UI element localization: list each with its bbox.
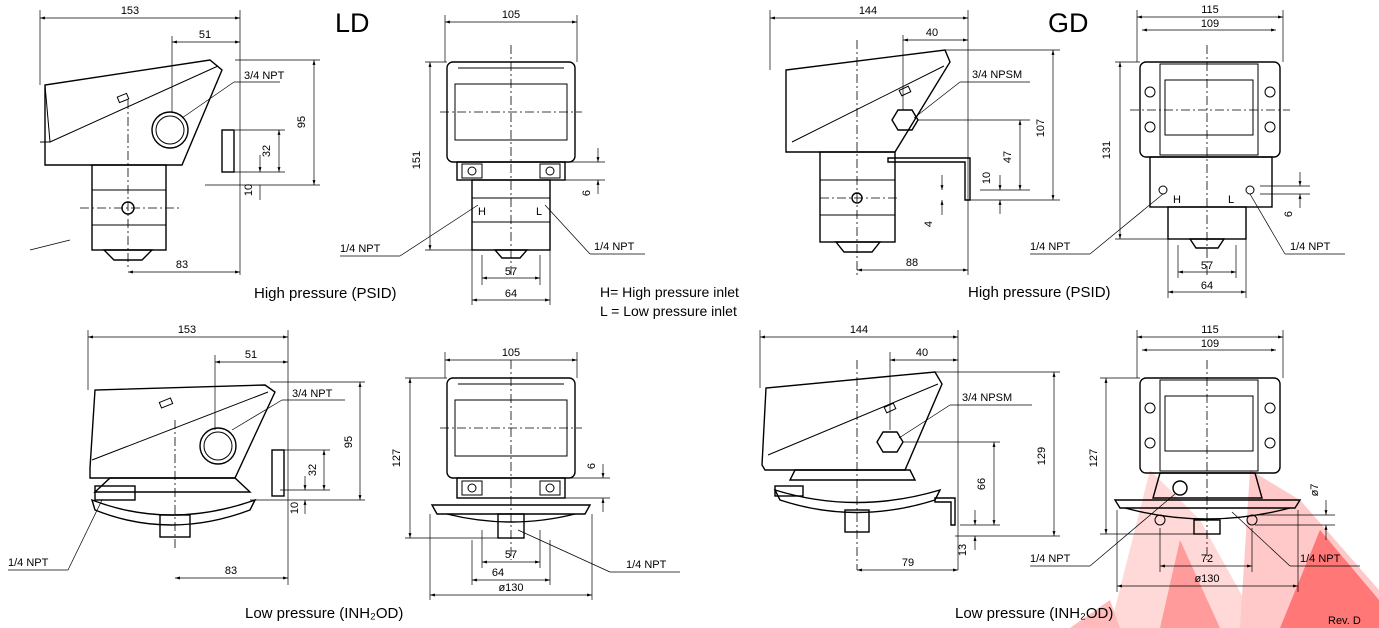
dim-gd-top-57: 57: [1201, 260, 1213, 272]
dim-gd-bot-72: 72: [1201, 553, 1213, 565]
dim-gd-top-6: 6: [1283, 211, 1295, 217]
title-gd: GD: [1048, 8, 1089, 38]
dim-ld-bot-153: 153: [178, 324, 196, 336]
dim-gd-bot-109: 109: [1201, 338, 1219, 350]
dim-gd-top-131: 131: [1101, 141, 1113, 159]
dim-gd-top-115: 115: [1201, 4, 1219, 16]
dim-gd-bot-127: 127: [1088, 449, 1100, 467]
dim-ld-top-151: 151: [411, 151, 423, 169]
gd-top-side-view: [769, 10, 1060, 275]
legend-low-inlet: L = Low pressure inlet: [600, 303, 737, 319]
caption-gd-top: High pressure (PSID): [968, 284, 1111, 301]
label-gd-top-inlet-left: 1/4 NPT: [1030, 241, 1071, 253]
dim-ld-bot-57: 57: [505, 549, 517, 561]
ld-bottom-front-view: [405, 352, 680, 600]
ld-top-side-view: [29, 10, 320, 275]
label-ld-bot-inlet: 1/4 NPT: [8, 557, 49, 569]
dim-gd-top-109: 109: [1201, 18, 1219, 30]
dim-ld-bot-105: 105: [502, 347, 520, 359]
dim-gd-bot-79: 79: [902, 557, 914, 569]
dim-ld-top-153: 153: [121, 5, 139, 17]
title-ld: LD: [335, 8, 370, 38]
mark-ld-top-l: L: [536, 206, 542, 218]
dim-ld-bot-127: 127: [391, 449, 403, 467]
dim-gd-bot-144: 144: [850, 324, 868, 336]
gd-bottom-front-view: [1030, 330, 1360, 592]
dim-ld-top-95: 95: [296, 116, 308, 128]
dim-ld-top-32: 32: [261, 145, 273, 157]
dim-gd-bot-40: 40: [916, 347, 928, 359]
label-gd-bot-inlet-left: 1/4 NPT: [1030, 553, 1071, 565]
dim-gd-top-144: 144: [859, 5, 877, 17]
caption-ld-top: High pressure (PSID): [254, 285, 397, 302]
dim-ld-bot-6: 6: [586, 463, 598, 469]
dim-ld-top-105: 105: [502, 9, 520, 21]
label-ld-top-inlet-left: 1/4 NPT: [340, 243, 381, 255]
dim-ld-bot-95: 95: [343, 436, 355, 448]
dim-gd-bot-66: 66: [976, 478, 988, 490]
dim-gd-bot-115: 115: [1201, 324, 1219, 336]
label-gd-top-inlet-right: 1/4 NPT: [1290, 241, 1331, 253]
dim-ld-top-64: 64: [505, 288, 517, 300]
label-ld-bot-inlet: 1/4 NPT: [626, 559, 667, 571]
label-ld-top-inlet-right: 1/4 NPT: [594, 241, 635, 253]
dim-ld-top-6: 6: [581, 190, 593, 196]
dim-ld-bot-dia: ø130: [498, 582, 523, 594]
label-ld-bot-port: 3/4 NPT: [292, 388, 333, 400]
dim-gd-top-88: 88: [906, 257, 918, 269]
caption-ld-bottom: Low pressure (INH₂OD): [245, 605, 403, 622]
label-gd-bot-port: 3/4 NPSM: [962, 392, 1012, 404]
ld-top-front-view: [340, 15, 645, 305]
dim-gd-bot-13: 13: [957, 544, 969, 556]
dim-ld-top-10: 10: [243, 184, 255, 196]
label-gd-bot-inlet-right: 1/4 NPT: [1300, 553, 1341, 565]
dim-ld-bot-51: 51: [245, 349, 257, 361]
dim-gd-top-107: 107: [1035, 119, 1047, 137]
label-gd-top-port: 3/4 NPSM: [972, 69, 1022, 81]
mark-ld-top-h: H: [478, 206, 486, 218]
dim-gd-top-47: 47: [1002, 151, 1014, 163]
dim-ld-bot-83: 83: [225, 565, 237, 577]
label-ld-top-port: 3/4 NPT: [244, 70, 285, 82]
caption-gd-bottom: Low pressure (INH₂OD): [955, 605, 1113, 622]
dim-ld-bot-32: 32: [307, 464, 319, 476]
dim-ld-top-57: 57: [505, 266, 517, 278]
dim-gd-top-4: 4: [923, 221, 935, 227]
dim-gd-bot-dia7: ø7: [1309, 484, 1321, 497]
gd-bottom-side-view: [759, 330, 1060, 572]
legend-high-inlet: H= High pressure inlet: [600, 284, 739, 300]
dim-gd-top-10: 10: [981, 172, 993, 184]
dim-gd-bot-dia130: ø130: [1194, 573, 1219, 585]
dim-ld-top-51: 51: [199, 29, 211, 41]
dim-ld-top-83: 83: [176, 259, 188, 271]
dim-gd-bot-129: 129: [1036, 447, 1048, 465]
dim-gd-top-40: 40: [926, 27, 938, 39]
dim-ld-bot-64: 64: [492, 567, 504, 579]
mark-gd-top-l: L: [1228, 194, 1234, 206]
mark-gd-top-h: H: [1173, 194, 1181, 206]
revision-label: Rev. D: [1328, 615, 1361, 627]
ld-bottom-side-view: [8, 330, 365, 585]
dim-gd-top-64: 64: [1201, 280, 1213, 292]
watermark-logo: [1070, 470, 1379, 628]
gd-top-front-view: [1030, 10, 1345, 298]
dim-ld-bot-10: 10: [289, 502, 301, 514]
